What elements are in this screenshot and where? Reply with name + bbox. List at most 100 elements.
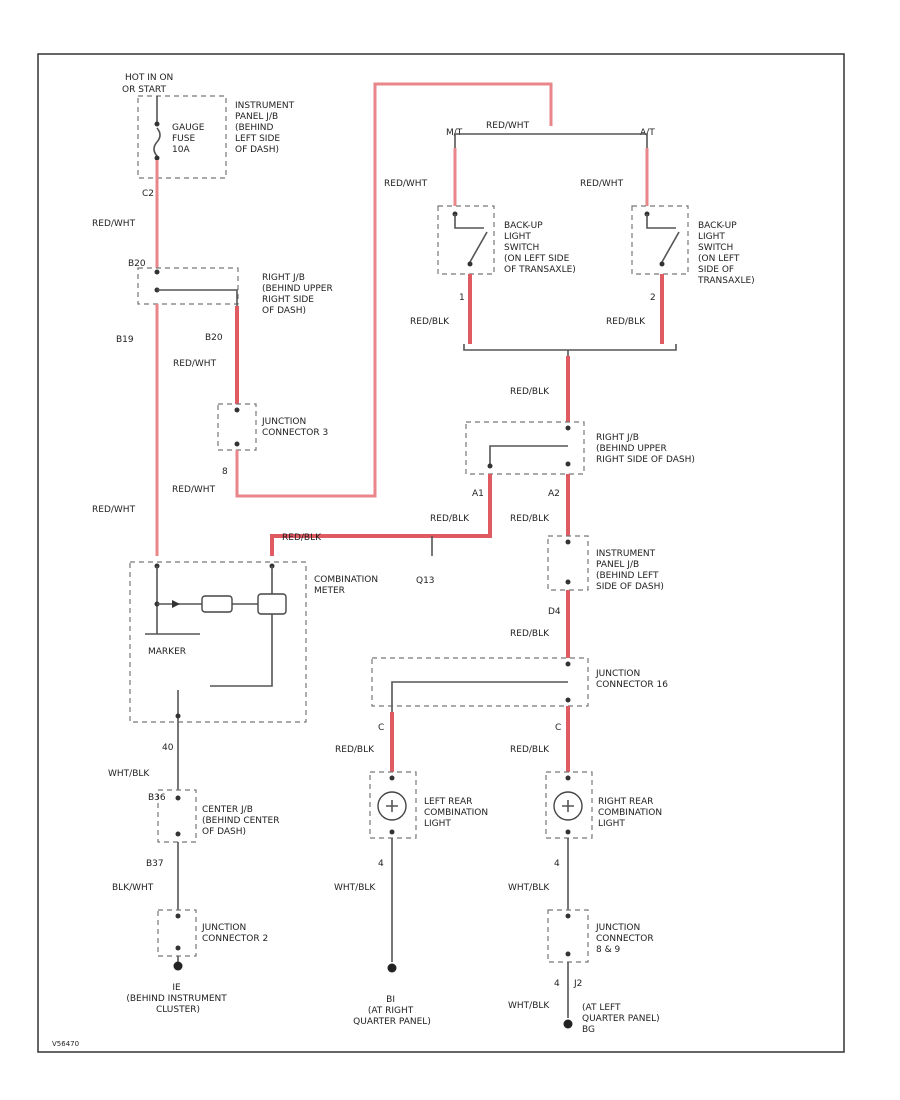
wire-red-blk-to-meter [270,474,492,556]
wire-color-red-blk-d4: RED/BLK [510,629,550,639]
pin-j2: J2 [573,979,582,989]
pin-4-left: 4 [378,859,384,869]
right-bulb-filament [562,800,574,812]
jc89-terminal-top [565,913,571,919]
wire-color-red-wht-4: RED/WHT [92,505,136,515]
right-jb-mid-terminal-right [565,461,571,467]
label-hot-in-on: HOT IN ON [125,73,173,83]
junction-connector-2-box [157,909,197,957]
label-right-rear-combo: RIGHT REAR COMBINATION LIGHT [598,797,665,829]
pin-b20: B20 [205,333,223,343]
wire-color-red-wht-top: RED/WHT [486,121,530,131]
diagram-code: V56470 [52,1040,79,1048]
jc89-terminal-bottom [565,951,571,957]
label-left-rear-combo: LEFT REAR COMBINATION LIGHT [424,797,491,829]
right-jb-mid-box [465,421,585,475]
wire-color-red-wht-1: RED/WHT [92,219,136,229]
diagram-frame [37,53,845,1053]
wire-color-red-blk-mt: RED/BLK [410,317,450,327]
pin-8: 8 [222,467,228,477]
pin-1: 1 [459,293,465,303]
right-jb-mid-terminal-top [565,425,571,431]
center-jb-terminal-bottom [175,831,181,837]
junction-connector-16-box [371,657,589,707]
label-or-start: OR START [122,85,166,95]
wire-color-red-blk-left-lamp: RED/BLK [335,745,375,755]
wire-color-red-blk-meter: RED/BLK [282,533,322,543]
label-backup-switch-at: BACK-UP LIGHT SWITCH (ON LEFT SIDE OF TR… [697,221,755,286]
backup-switch-mt-box [437,205,495,275]
wire-red-wht-to-switches [235,82,553,498]
pin-b36: B36 [148,793,166,803]
pin-d4: D4 [548,607,561,617]
ground-symbol-icon [173,961,183,971]
pin-b19: B19 [116,335,134,345]
label-ground-left: IE (BEHIND INSTRUMENT CLUSTER) [126,983,229,1015]
at-switch-terminal-bottom [659,261,665,267]
wire-color-wht-blk-4: WHT/BLK [508,1001,550,1011]
fuse-terminal-top [154,121,160,127]
pin-4-right: 4 [554,859,560,869]
left-bulb-filament [386,800,398,812]
jc3-terminal-2 [234,441,240,447]
indicator-lamp-icon [257,593,287,615]
label-junction-connector-8-9: JUNCTION CONNECTOR 8 & 9 [595,923,657,955]
wire-color-red-blk-a2: RED/BLK [510,514,550,524]
label-mt: M/T [446,128,463,138]
wire-color-red-wht-mt: RED/WHT [384,179,428,189]
right-jb-top-box [137,267,239,305]
label-gauge-fuse: GAUGE FUSE 10A [172,123,207,155]
diode-icon [172,600,180,608]
left-lamp-terminal-bottom [389,829,395,835]
label-right-jb-mid: RIGHT J/B (BEHIND UPPER RIGHT SIDE OF DA… [596,433,695,465]
wire-color-red-blk-1: RED/BLK [510,387,550,397]
wire-color-red-wht-3: RED/WHT [172,485,216,495]
pin-4-bottom: 4 [554,979,560,989]
pin-a1: A1 [472,489,484,499]
pin-c-left: C [378,723,384,733]
left-rear-combo-box [369,771,417,839]
jc3-terminal-1 [234,407,240,413]
label-center-jb: CENTER J/B (BEHIND CENTER OF DASH) [202,805,282,837]
label-marker: MARKER [148,647,186,657]
jc2-terminal-bottom [175,945,181,951]
wire-color-red-blk-at: RED/BLK [606,317,646,327]
label-junction-connector-3: JUNCTION CONNECTOR 3 [261,417,328,438]
ip-jb-mid-terminal-top [565,539,571,545]
label-backup-switch-mt: BACK-UP LIGHT SWITCH (ON LEFT SIDE OF TR… [504,221,576,275]
pin-c2: C2 [142,189,154,199]
meter-terminal-bottom [175,713,181,719]
ip-jb-mid-terminal-bottom [565,579,571,585]
wire-color-blk-wht: BLK/WHT [112,883,154,893]
switch-icon [454,214,488,263]
wire-color-red-blk-a1: RED/BLK [430,514,470,524]
pin-c-right: C [555,723,561,733]
switch-icon-at [646,214,680,263]
jc16-terminal-bottom [565,697,571,703]
jc2-terminal-top [175,913,181,919]
wire-color-red-wht-2: RED/WHT [173,359,217,369]
label-ip-jb-top: INSTRUMENT PANEL J/B (BEHIND LEFT SIDE O… [235,101,297,155]
right-jb-mid-branch [489,445,568,468]
wire-color-red-blk-right-lamp: RED/BLK [510,745,550,755]
wire-color-wht-blk-3: WHT/BLK [508,883,550,893]
ip-jb-top-box [137,95,227,179]
label-right-jb-top: RIGHT J/B (BEHIND UPPER RIGHT SIDE OF DA… [262,273,336,316]
pin-q13: Q13 [416,576,435,586]
label-combination-meter: COMBINATION METER [314,575,381,596]
right-lamp-terminal-bottom [565,829,571,835]
wire-color-wht-blk-2: WHT/BLK [334,883,376,893]
wire-switch-split [454,133,648,148]
mt-switch-terminal-bottom [467,261,473,267]
right-jb-mid-terminal-left [487,463,493,469]
label-ip-jb-mid: INSTRUMENT PANEL J/B (BEHIND LEFT SIDE O… [596,549,664,592]
pin-2: 2 [650,293,656,303]
jc16-branch [391,681,568,712]
fuse-terminal-bottom [154,155,160,161]
right-jb-top-terminal-1 [154,269,160,275]
label-junction-connector-16: JUNCTION CONNECTOR 16 [595,669,668,690]
label-junction-connector-2: JUNCTION CONNECTOR 2 [201,923,268,944]
center-jb-terminal-top [175,795,181,801]
resistor-icon [201,595,233,613]
